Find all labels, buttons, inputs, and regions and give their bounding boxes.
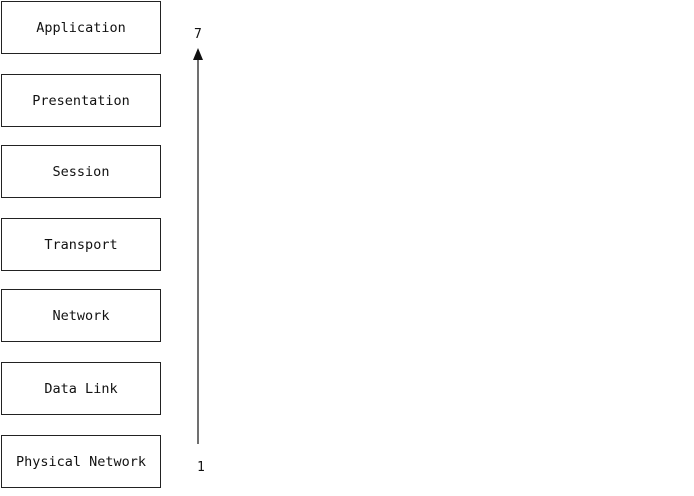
axis-top-label: 7	[194, 27, 202, 42]
layer-box-data-link: Data Link	[1, 362, 161, 415]
layer-label: Application	[36, 19, 126, 36]
layer-box-physical-network: Physical Network	[1, 435, 161, 488]
layer-box-application: Application	[1, 1, 161, 54]
layer-label: Physical Network	[15, 453, 147, 470]
arrow-head	[193, 48, 203, 60]
layer-label: Network	[52, 307, 110, 324]
layer-label: Session	[52, 163, 110, 180]
layer-label: Transport	[44, 236, 118, 253]
layer-box-presentation: Presentation	[1, 74, 161, 127]
layer-box-session: Session	[1, 145, 161, 198]
layer-label: Data Link	[44, 380, 118, 397]
up-arrow-icon	[193, 48, 203, 444]
axis-bottom-label: 1	[197, 460, 205, 475]
layer-label: Presentation	[32, 92, 130, 109]
layer-box-network: Network	[1, 289, 161, 342]
layer-box-transport: Transport	[1, 218, 161, 271]
